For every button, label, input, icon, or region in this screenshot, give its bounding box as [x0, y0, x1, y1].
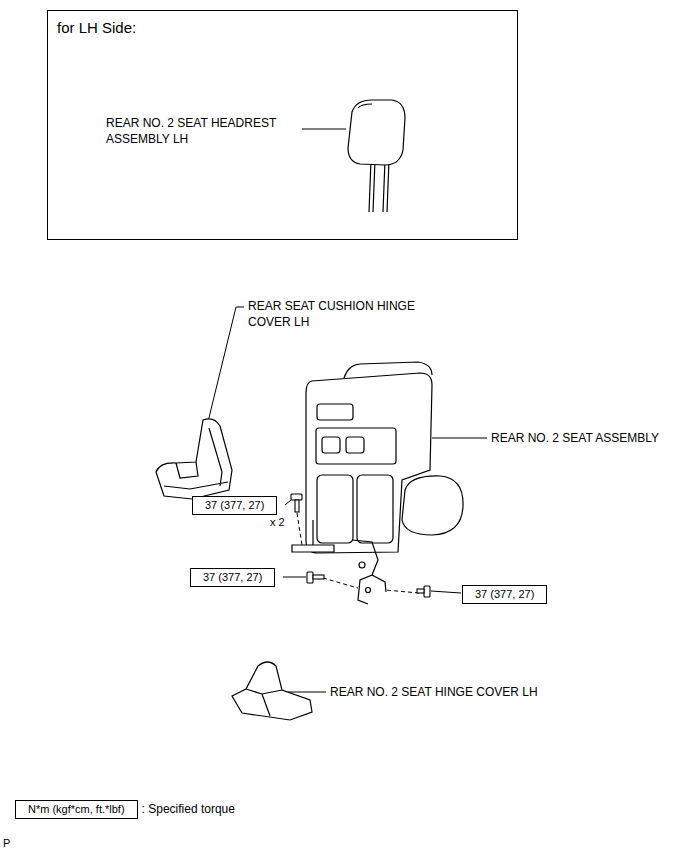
headrest-drawing: [387, 160, 389, 212]
seat-assembly-drawing: [359, 562, 365, 568]
headrest-drawing: [369, 160, 371, 212]
seat-assembly-drawing: [352, 540, 386, 604]
part-name: REAR NO. 2 SEAT HINGE COVER LH: [330, 684, 538, 700]
seat-hinge-cover-drawing: [232, 662, 312, 720]
seat-assembly-drawing: [346, 437, 364, 453]
seat-assembly-drawing: [344, 362, 432, 378]
leader-lines: [206, 129, 487, 692]
bolt-symbols: [291, 494, 302, 500]
headrest-drawing: [348, 100, 405, 212]
torque-value: N*m (kgf*cm, ft.*lbf): [28, 803, 125, 816]
bolt-dashed-lines: [297, 513, 419, 593]
bolt-symbols: [291, 494, 430, 597]
torque-spec-box: 37 (377, 27): [192, 496, 277, 515]
bolt-dashed-lines: [323, 578, 358, 588]
bolt-dashed-lines: [385, 590, 419, 593]
seat-assembly-drawing: [292, 362, 463, 604]
part-name: REAR SEAT CUSHION HINGE COVER LH: [248, 298, 438, 330]
seat-hinge-cover-drawing: [246, 689, 282, 716]
seat-assembly-drawing: [317, 404, 353, 420]
legend-torque-box: N*m (kgf*cm, ft.*lbf): [15, 800, 138, 819]
bolt-symbols: [295, 500, 299, 512]
cushion-hinge-cover-drawing: [176, 462, 198, 478]
seat-assembly-drawing: [292, 520, 334, 552]
cushion-hinge-cover-drawing: [156, 419, 232, 499]
inset-heading: for LH Side:: [57, 18, 136, 37]
side-inset-box: for LH Side: REAR NO. 2 SEAT HEADREST ASS…: [47, 10, 518, 240]
leader-lines: [285, 500, 291, 505]
seat-assembly-drawing: [402, 476, 463, 535]
quantity-note: x 2: [270, 514, 285, 530]
leader-lines: [302, 129, 346, 130]
seat-assembly-drawing: [317, 475, 353, 543]
torque-spec-box: 37 (377, 27): [190, 568, 275, 587]
cushion-hinge-cover-drawing: [156, 419, 232, 499]
bolt-dashed-lines: [297, 513, 302, 545]
headrest-drawing: [383, 160, 385, 212]
page-mark: P: [3, 835, 10, 851]
cushion-hinge-cover-drawing: [209, 428, 222, 486]
headrest-drawing: [373, 160, 375, 212]
torque-value: 37 (377, 27): [475, 588, 534, 601]
leader-lines: [431, 591, 461, 593]
torque-spec-box: 37 (377, 27): [462, 585, 547, 604]
torque-value: 37 (377, 27): [203, 571, 262, 584]
cushion-hinge-cover-drawing: [164, 482, 228, 489]
headrest-drawing: [348, 100, 405, 165]
seat-assembly-drawing: [316, 428, 396, 464]
leader-lines: [283, 577, 306, 578]
bolt-symbols: [307, 572, 313, 583]
bolt-symbols: [417, 589, 424, 593]
headrest-drawing: [358, 104, 372, 108]
part-name: REAR NO. 2 SEAT HEADREST ASSEMBLY LH: [106, 115, 301, 147]
legend-text: : Specified torque: [142, 801, 235, 817]
torque-value: 37 (377, 27): [205, 499, 264, 512]
seat-assembly-drawing: [322, 437, 340, 453]
part-name: REAR NO. 2 SEAT ASSEMBLY: [491, 430, 659, 446]
leader-lines: [206, 307, 244, 430]
seat-assembly-drawing: [357, 475, 393, 543]
bolt-symbols: [424, 586, 430, 597]
seat-hinge-cover-drawing: [232, 662, 312, 720]
bolt-symbols: [313, 575, 324, 579]
seat-assembly-drawing: [366, 588, 371, 593]
leader-lines: [432, 438, 487, 439]
